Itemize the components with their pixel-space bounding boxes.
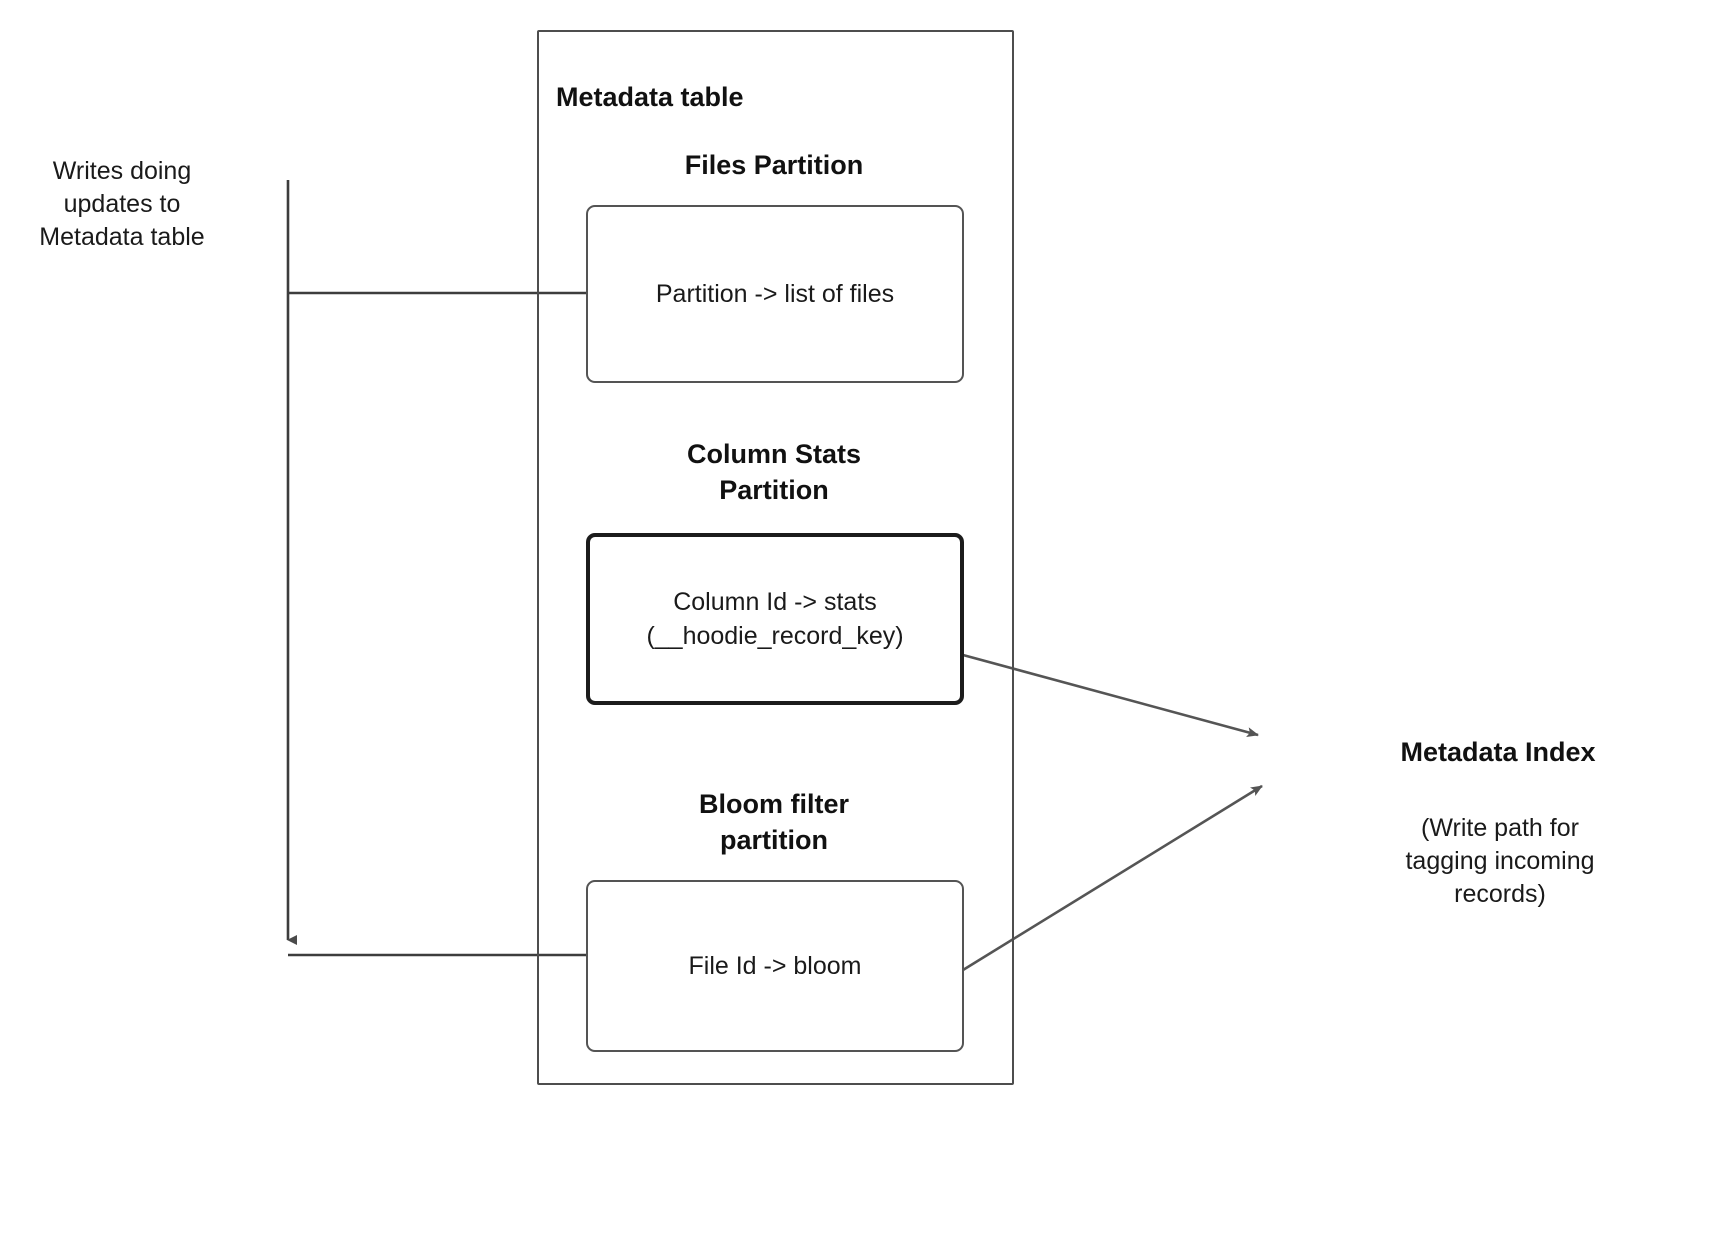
metadata-index-title: Metadata Index [1400, 737, 1596, 767]
files-partition-title: Files Partition [684, 150, 864, 180]
writes-updates-caption: Writes doing updates to Metadata table [39, 157, 205, 251]
bloom-filter-partition-box-text: File Id -> bloom [688, 952, 862, 980]
files-partition-box: Partition -> list of files [586, 205, 964, 383]
files-partition-box-text: Partition -> list of files [655, 280, 895, 308]
column-stats-partition-title: Column Stats Partition [686, 439, 861, 505]
metadata-index-note: (Write path for tagging incoming records… [1405, 814, 1595, 908]
column-stats-partition-box-text: Column Id -> stats (__hoodie_record_key) [646, 588, 904, 650]
bloom-filter-partition-box: File Id -> bloom [586, 880, 964, 1052]
column-stats-partition-box: Column Id -> stats (__hoodie_record_key) [586, 533, 964, 705]
metadata-table-title: Metadata table [556, 82, 744, 112]
bloom-filter-partition-title: Bloom filter partition [698, 789, 849, 855]
metadata-table-container [537, 30, 1014, 1085]
